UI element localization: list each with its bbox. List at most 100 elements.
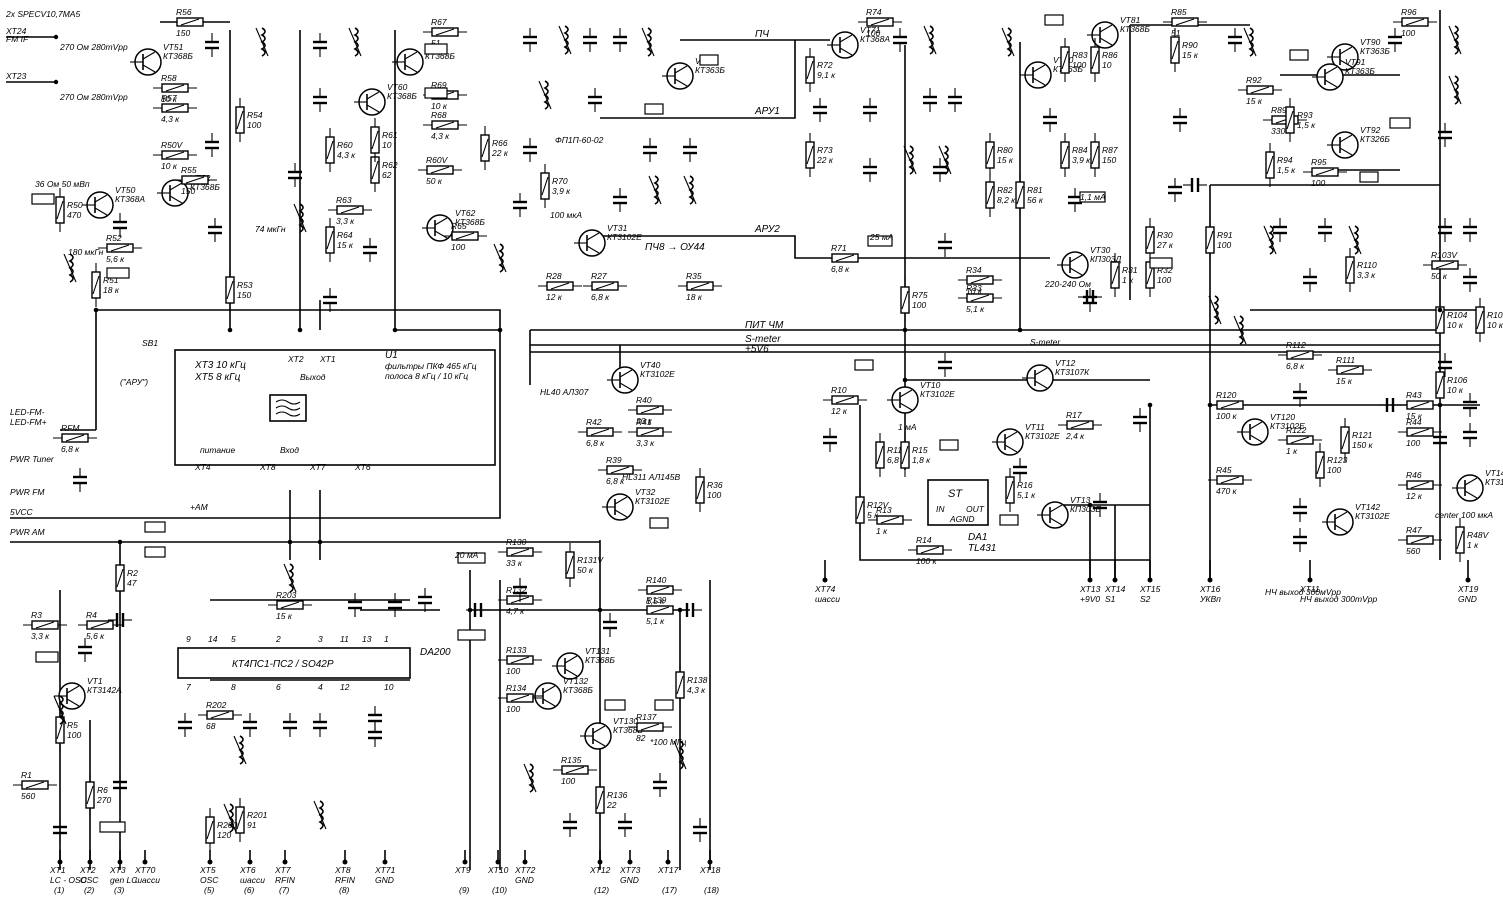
inductor-symbol	[63, 253, 77, 283]
resistor-value: 150	[176, 28, 190, 38]
connector-xt18: XT18(18)	[699, 850, 721, 895]
transistor-type: КТ3102Е	[1355, 511, 1390, 521]
connector-pin: XT19	[1457, 584, 1479, 594]
inductor-symbol	[1243, 27, 1257, 57]
transistor-type: КТ368Б	[387, 91, 417, 101]
resistor-ref: R48V	[1467, 530, 1490, 540]
resistor-value: 15 к	[1182, 50, 1199, 60]
resistor-value: 100	[1401, 28, 1415, 38]
input-pin-note: 2x SPECV10,7MA5	[5, 9, 80, 19]
resistor-value: 5,6 к	[86, 631, 105, 641]
svg-text:6: 6	[276, 682, 281, 692]
capacitor-symbol	[613, 188, 627, 212]
resistor-value: 100	[67, 730, 81, 740]
capacitor-symbol	[1168, 178, 1182, 202]
connector-pin: XT18	[699, 865, 721, 875]
readout-tag	[854, 359, 874, 371]
resistor-value: 22	[606, 800, 617, 810]
capacitor-symbol	[1273, 218, 1287, 242]
capacitor-symbol	[73, 468, 87, 492]
transistor-type: КТ368Б	[190, 182, 220, 192]
resistor-value: 100	[1157, 275, 1171, 285]
readout-tag	[424, 87, 448, 99]
resistor-ref: R71	[831, 243, 847, 253]
connector-label: gen LC	[110, 875, 138, 885]
resistor-value: 120	[217, 830, 231, 840]
connector-num: (9)	[459, 885, 470, 895]
annotation-label: HL40 АЛ307	[540, 387, 589, 397]
readout-tag	[106, 267, 130, 279]
transistor-ref: VT62	[455, 208, 476, 218]
capacitor-symbol	[363, 238, 377, 262]
transistor-type: КТ368Б	[455, 217, 485, 227]
transistor-ref: VT1	[87, 676, 103, 686]
capacitor-symbol	[283, 713, 297, 737]
resistor-ref: R40	[636, 395, 652, 405]
inductor-symbol	[293, 203, 307, 233]
connector-pin: XT5	[199, 865, 216, 875]
connector-pin: XT17	[657, 865, 679, 875]
resistor-r4: R45,6 к	[78, 610, 122, 641]
resistor-ref: R131V	[577, 555, 604, 565]
filter-out-label: Выход	[300, 372, 326, 382]
junction-dot	[1437, 307, 1443, 313]
reg-pin-out: OUT	[966, 504, 985, 514]
capacitor-symbol	[113, 773, 127, 797]
resistor-ref: R63	[336, 195, 352, 205]
connector-label: GND	[515, 875, 534, 885]
resistor-ref: R17	[1066, 410, 1082, 420]
resistor-value: 560	[1406, 546, 1420, 556]
resistor-ref: R80	[997, 145, 1013, 155]
readout-tag	[31, 193, 55, 205]
transistor-type: КТ3102Е	[607, 232, 642, 242]
transistor-type: КТ368Б	[1120, 24, 1150, 34]
resistor-value: 10	[382, 140, 392, 150]
resistor-ref: R65	[451, 221, 467, 231]
svg-text:11: 11	[340, 634, 349, 644]
resistor-value: 27 к	[1156, 240, 1174, 250]
capacitor-symbol	[1433, 428, 1447, 452]
resistor-ref: R39	[606, 455, 622, 465]
resistor-ref: R82	[997, 185, 1013, 195]
resistor-value: 1 к	[1286, 446, 1298, 456]
resistor-ref: R36	[707, 480, 723, 490]
resistor-ref: R60V	[426, 155, 449, 165]
inductor-symbol	[923, 25, 937, 55]
connector-label: OSC	[200, 875, 219, 885]
resistor-ref: R50V	[161, 140, 184, 150]
connector-num: (2)	[84, 885, 95, 895]
transistor-vt141: VT141КТ3107К	[1452, 468, 1503, 502]
readout-tag	[867, 235, 893, 247]
resistor-ref: R72	[817, 60, 833, 70]
capacitor-symbol	[948, 88, 962, 112]
resistor-value: 100	[247, 120, 261, 130]
readout-tag	[654, 699, 674, 711]
inductor-symbol	[283, 563, 297, 593]
